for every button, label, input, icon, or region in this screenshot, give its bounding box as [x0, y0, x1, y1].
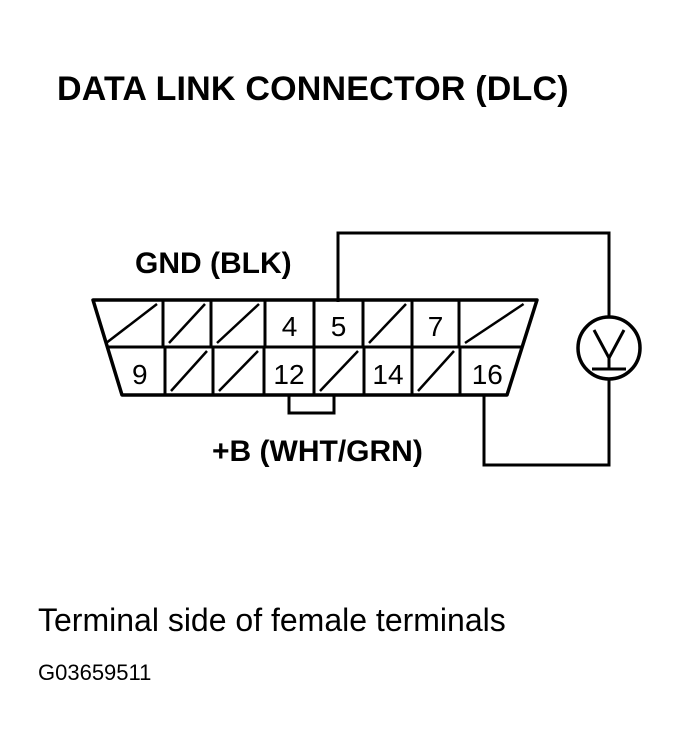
battery-wire — [482, 373, 611, 467]
connector-outline — [91, 298, 539, 397]
top-row-hatch-1 — [105, 303, 158, 344]
gnd-wire — [336, 231, 611, 323]
bottom-row-hatch-7 — [417, 350, 455, 392]
top-row-hatch-8 — [464, 302, 525, 345]
top-row-hatch-2 — [168, 303, 206, 344]
pin-label-14: 14 — [372, 359, 403, 390]
jumper-bracket — [287, 395, 336, 415]
pin-label-16: 16 — [472, 359, 503, 390]
pin-label-7: 7 — [428, 311, 444, 342]
pin-label-5: 5 — [331, 311, 347, 342]
connector-cells: 4 5 7 9 12 14 16 — [105, 300, 525, 395]
bottom-row-hatch-3 — [218, 350, 259, 392]
caption: Terminal side of female terminals — [38, 602, 506, 638]
top-row-hatch-3 — [216, 303, 260, 344]
diagram-title: DATA LINK CONNECTOR (DLC) — [57, 70, 569, 108]
pin-label-4: 4 — [282, 311, 298, 342]
top-row-hatch-6 — [368, 303, 407, 344]
voltmeter-icon — [576, 315, 642, 381]
bottom-row-hatch-5 — [319, 350, 359, 392]
pin-label-12: 12 — [273, 359, 304, 390]
figure-id: G03659511 — [38, 660, 152, 685]
battery-label: +B (WHT/GRN) — [212, 435, 423, 468]
gnd-label: GND (BLK) — [135, 247, 292, 280]
pin-label-9: 9 — [132, 359, 148, 390]
bottom-row-hatch-2 — [170, 350, 208, 392]
